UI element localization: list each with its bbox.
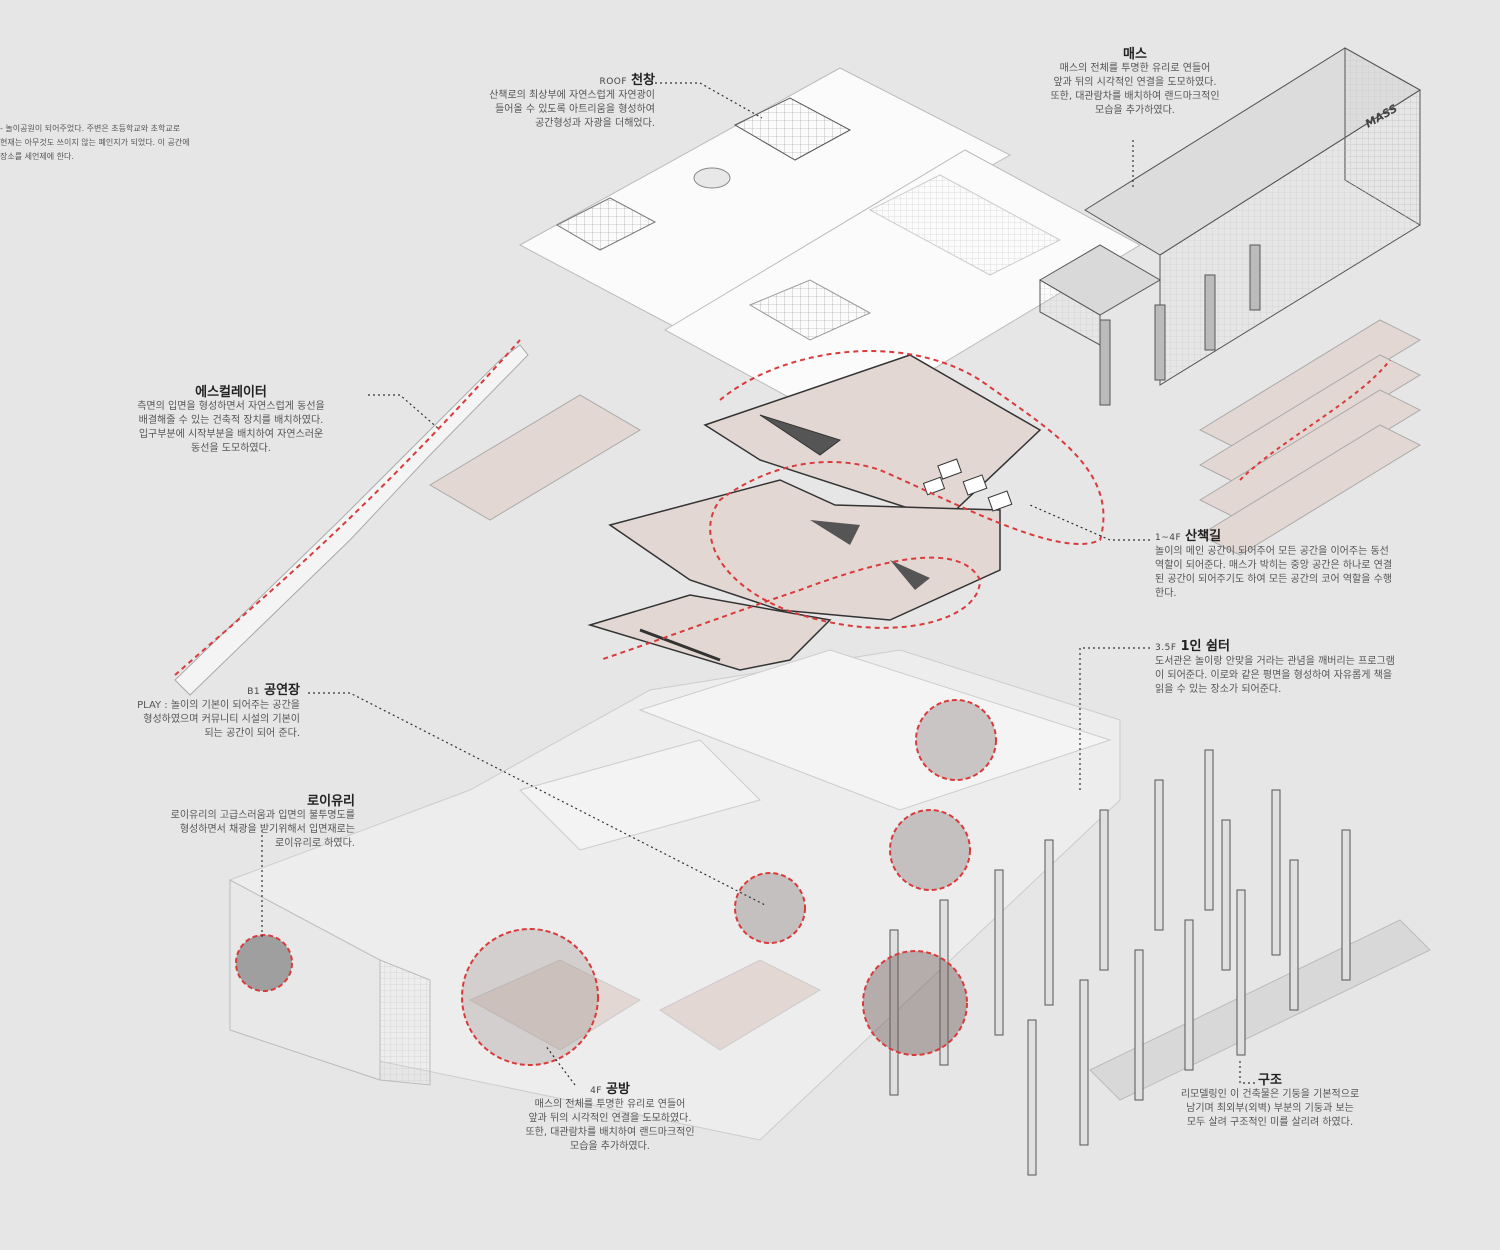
glass-label: 로이유리 로이유리의 고급스러움과 입면의 불투명도를 형성하면서 채광을 받기… [40,795,355,851]
workshop-tag: 4F [590,1086,602,1096]
stacked-floor-mini [1198,319,1422,556]
escalator-title: 에스컬레이터 [195,385,267,400]
lower-building [229,649,1431,1141]
structure-title: 구조 [1258,1073,1282,1088]
shelter-tag: 3.5F [1155,643,1177,653]
theater-tag: B1 [247,687,261,697]
escalator [174,339,641,696]
escalator-label: 에스컬레이터 측면의 입면을 형성하면서 자연스럽게 동선을 배결해줄 수 있는… [100,386,362,456]
theater-desc: PLAY : 놀이의 기본이 되어주는 공간을 형성하였으며 커뮤니티 시설의 … [137,700,300,739]
shelter-title: 1인 쉼터 [1180,639,1230,654]
roof-title: 천창 [631,73,655,88]
corner-desc: - 놀이공원이 되어주었다. 주변은 초등학교와 초학교로 현재는 아무것도 쓰… [0,124,190,161]
walkway-desc: 놀이의 메인 공간이 되어주어 모든 공간을 이어주는 동선 역할이 되어준다.… [1155,546,1393,599]
leader-lines [261,82,1255,1086]
workshop-desc: 매스의 전체를 투명한 유리로 연들어 앞과 뒤의 시각적인 연결을 도모하였다… [525,1099,695,1152]
walkway-title: 산책길 [1185,529,1222,544]
highlight-circles [235,699,997,1066]
walkway-tag: 1~4F [1155,533,1182,543]
roof-skylight-panel [518,67,1142,426]
mass-desc: 매스의 전체를 투명한 유리로 연들어 앞과 뒤의 시각적인 연결을 도모하였다… [1050,63,1220,116]
structure-label: 구조 리모델링인 이 건축물은 기둥을 기본적으로 남기며 최외부(외벽) 부분… [1150,1074,1390,1130]
theater-title: 공연장 [264,683,300,698]
glass-title: 로이유리 [307,794,355,809]
walkway-floors [587,350,1105,671]
structure-columns [889,749,1351,1176]
escalator-desc: 측면의 입면을 형성하면서 자연스럽게 동선을 배결해줄 수 있는 건축적 장치… [137,401,325,454]
mass-title: 매스 [1123,47,1147,62]
mass-label: 매스 매스의 전체를 투명한 유리로 연들어 앞과 뒤의 시각적인 연결을 도모… [1025,48,1245,118]
roof-desc: 산책로의 최상부에 자연스럽게 자연광이 들어올 수 있도록 아트리움을 형성하… [489,90,655,129]
glass-desc: 로이유리의 고급스러움과 입면의 불투명도를 형성하면서 채광을 받기위해서 입… [170,810,355,849]
workshop-title: 공방 [605,1082,630,1097]
mass-block [1039,47,1421,406]
roof-tag: ROOF [599,77,628,87]
shelter-desc: 도서관은 놀이랑 안맞을 거라는 관념을 깨버리는 프로그램 이 되어준다. 이… [1155,656,1395,695]
corner-note: - 놀이공원이 되어주었다. 주변은 초등학교와 초학교로 현재는 아무것도 쓰… [0,122,250,164]
structure-desc: 리모델링인 이 건축물은 기둥을 기본적으로 남기며 최외부(외벽) 부분의 기… [1180,1089,1360,1128]
